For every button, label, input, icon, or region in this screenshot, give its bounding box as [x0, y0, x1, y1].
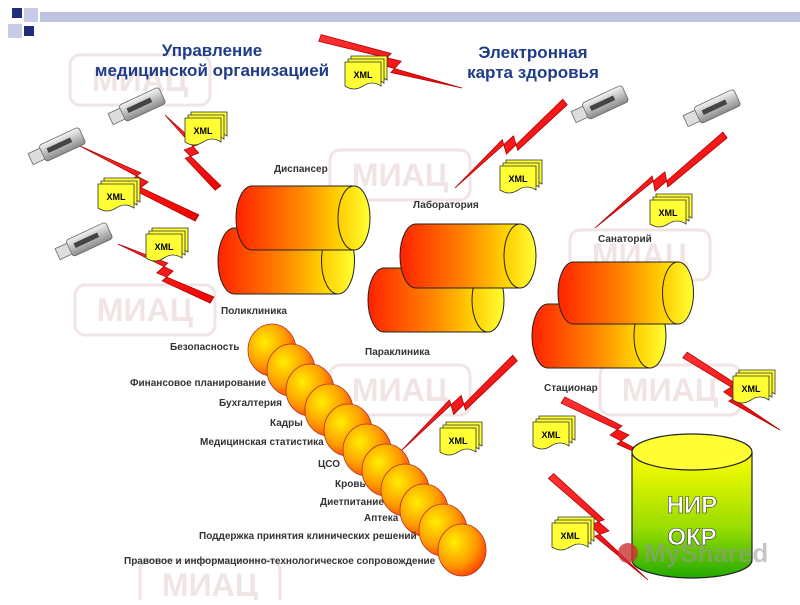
- module-label: Аптека: [364, 513, 399, 524]
- miac-watermark: МИАЦ: [138, 558, 282, 605]
- xml-badge: XML: [732, 369, 776, 404]
- usb-layer: [27, 85, 741, 261]
- xml-badge-text: XML: [354, 70, 374, 80]
- miac-watermark-text: МИАЦ: [97, 292, 194, 328]
- module-ball: [437, 523, 487, 577]
- module-label: Кровь: [335, 479, 366, 490]
- database-line1: НИР: [667, 492, 718, 519]
- lightning-bolt-icon: [594, 131, 728, 229]
- miac-watermark-text: МИАЦ: [92, 62, 189, 98]
- cylinder-laboratoriya: [399, 223, 537, 289]
- module-label: Безопасность: [170, 342, 240, 353]
- xml-badge-text: XML: [107, 192, 127, 202]
- xml-badge-text: XML: [542, 430, 562, 440]
- bolt-layer: XML XML XML XML XML XML XML XML XML XML: [79, 34, 781, 581]
- site-watermark-text: MyShared: [644, 538, 768, 568]
- module-label: ЦСО: [318, 459, 341, 470]
- usb-stick-icon: [682, 89, 741, 128]
- xml-badge-text: XML: [561, 531, 581, 541]
- label-statsionar: Стационар: [544, 383, 598, 394]
- xml-badge: XML: [145, 227, 189, 262]
- cylinder-sanatoriy: [557, 261, 694, 325]
- xml-badge: XML: [649, 193, 693, 228]
- module-label: Диетпитание: [320, 497, 384, 508]
- module-label: Поддержка принятия клинических решений: [199, 531, 417, 542]
- lightning-bolt-icon: [399, 354, 518, 453]
- usb-stick-icon: [107, 87, 166, 126]
- site-watermark: MyShared: [618, 538, 768, 568]
- xml-badge-text: XML: [194, 126, 214, 136]
- database-line2: ОКР: [667, 524, 716, 551]
- label-laboratoriya: Лаборатория: [413, 200, 479, 211]
- xml-badge: XML: [184, 111, 228, 146]
- module-label: Медицинская статистика: [200, 437, 324, 448]
- cylinder-dispanser: [235, 185, 371, 251]
- xml-badge-text: XML: [742, 384, 762, 394]
- cylinder-layer: [217, 185, 694, 369]
- xml-badge-text: XML: [509, 174, 529, 184]
- usb-stick-icon: [27, 127, 86, 166]
- miac-watermark-text: МИАЦ: [352, 157, 449, 193]
- xml-badge: XML: [532, 415, 576, 450]
- xml-badge-text: XML: [659, 208, 679, 218]
- xml-badge: XML: [551, 516, 595, 551]
- title-management: Управление медицинской организацией: [94, 41, 330, 80]
- miac-watermark: МИАЦ: [328, 148, 472, 202]
- miac-watermark-text: МИАЦ: [622, 372, 719, 408]
- miac-watermark: МИАЦ: [598, 363, 742, 417]
- module-label: Финансовое планирование: [130, 378, 267, 389]
- lightning-bolt-icon: [164, 114, 222, 191]
- xml-badge-text: XML: [449, 436, 469, 446]
- nir-okr-database: НИР ОКР: [631, 433, 753, 579]
- module-label: Кадры: [270, 418, 303, 429]
- label-paraklinika: Параклиника: [365, 347, 430, 358]
- xml-badge: XML: [344, 55, 388, 90]
- usb-stick-icon: [570, 85, 629, 124]
- corner-decoration: [8, 8, 800, 38]
- module-chain: [247, 323, 487, 577]
- module-label: Бухгалтерия: [219, 398, 282, 409]
- lightning-bolt-icon: [454, 98, 568, 189]
- miac-watermark: МИАЦ: [73, 283, 217, 337]
- miac-watermark-text: МИАЦ: [352, 372, 449, 408]
- xml-badge: XML: [97, 177, 141, 212]
- xml-badge: XML: [499, 159, 543, 194]
- xml-badge: XML: [439, 421, 483, 456]
- usb-stick-icon: [54, 222, 113, 261]
- xml-badge-text: XML: [155, 242, 175, 252]
- lightning-bolt-icon: [117, 243, 215, 304]
- label-poliklinika: Поликлиника: [221, 306, 287, 317]
- module-label: Правовое и информационно-технологическое…: [124, 556, 436, 567]
- miac-watermark-text: МИАЦ: [162, 567, 259, 600]
- title-ehr: Электронная карта здоровья: [467, 43, 599, 82]
- lightning-bolt-icon: [318, 34, 463, 89]
- label-sanatoriy: Санаторий: [598, 234, 652, 245]
- label-dispanser: Диспансер: [274, 164, 328, 175]
